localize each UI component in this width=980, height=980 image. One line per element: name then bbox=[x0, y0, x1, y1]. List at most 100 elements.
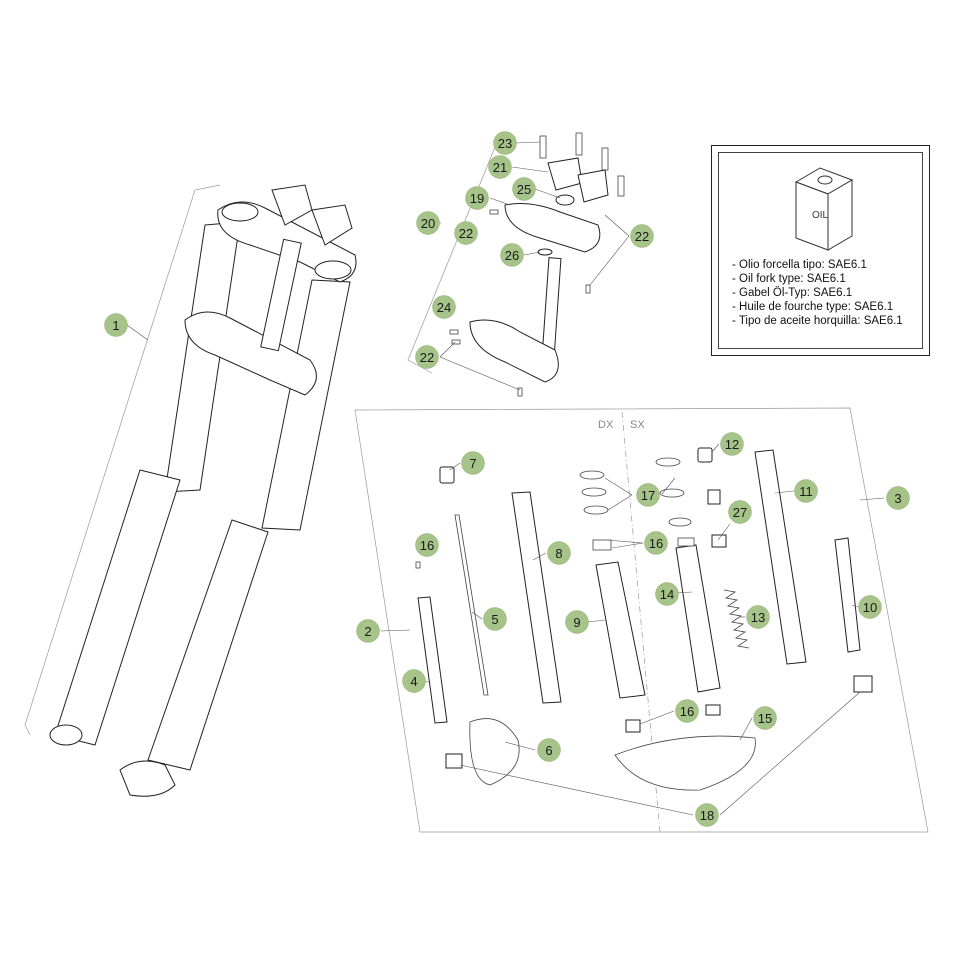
callout-17: 17 bbox=[636, 483, 660, 507]
callout-number: 23 bbox=[498, 136, 512, 151]
callout-bubble bbox=[537, 738, 561, 762]
oil-note-line-de: - Gabel Öl-Typ: SAE6.1 bbox=[732, 287, 853, 299]
oil-can-label: OIL bbox=[812, 210, 829, 221]
callout-bubble bbox=[104, 313, 128, 337]
callout-number: 18 bbox=[700, 808, 714, 823]
callout-number: 16 bbox=[680, 704, 694, 719]
callout-number: 24 bbox=[437, 300, 451, 315]
callout-bubble bbox=[512, 177, 536, 201]
callout-bubble bbox=[500, 243, 524, 267]
callout-bubble bbox=[695, 803, 719, 827]
callout-3: 3 bbox=[886, 486, 910, 510]
callout-6: 6 bbox=[537, 738, 561, 762]
callout-number: 5 bbox=[491, 612, 498, 627]
assembly-boundary-left bbox=[24, 184, 221, 736]
callout-bubble bbox=[630, 224, 654, 248]
callout-5: 5 bbox=[483, 607, 507, 631]
callout-4: 4 bbox=[402, 669, 426, 693]
callout-23: 23 bbox=[493, 131, 517, 155]
callout-bubble bbox=[465, 186, 489, 210]
callout-14: 14 bbox=[655, 582, 679, 606]
callout-bubble bbox=[565, 610, 589, 634]
yoke-boundary bbox=[407, 134, 501, 374]
callout-bubble bbox=[493, 131, 517, 155]
callout-bubble bbox=[720, 432, 744, 456]
callout-15: 15 bbox=[753, 706, 777, 730]
side-label-dx: DX bbox=[598, 419, 614, 431]
callout-number: 9 bbox=[573, 615, 580, 630]
side-label-sx: SX bbox=[630, 419, 645, 431]
callout-22: 22 bbox=[454, 221, 478, 245]
callout-number: 4 bbox=[410, 674, 417, 689]
callout-number: 10 bbox=[863, 600, 877, 615]
callout-number: 13 bbox=[751, 610, 765, 625]
callout-number: 7 bbox=[469, 456, 476, 471]
oil-note-inner-border bbox=[718, 152, 923, 349]
callout-number: 22 bbox=[420, 350, 434, 365]
callout-10: 10 bbox=[858, 595, 882, 619]
callout-16: 16 bbox=[675, 699, 699, 723]
callout-bubble bbox=[488, 155, 512, 179]
callout-bubble bbox=[461, 451, 485, 475]
callout-bubble bbox=[675, 699, 699, 723]
callout-25: 25 bbox=[512, 177, 536, 201]
callout-number: 17 bbox=[641, 488, 655, 503]
exploded-boundary-right bbox=[354, 407, 929, 833]
exploded-parts bbox=[415, 411, 873, 833]
callout-9: 9 bbox=[565, 610, 589, 634]
callout-number: 6 bbox=[545, 743, 552, 758]
oil-note-line-fr: - Huile de fourche type: SAE6.1 bbox=[732, 301, 894, 313]
callout-number: 2 bbox=[364, 624, 371, 639]
callout-bubble bbox=[746, 605, 770, 629]
callout-13: 13 bbox=[746, 605, 770, 629]
callout-bubble bbox=[753, 706, 777, 730]
callout-12: 12 bbox=[720, 432, 744, 456]
callout-bubble bbox=[858, 595, 882, 619]
callout-number: 8 bbox=[555, 546, 562, 561]
oil-can-icon: OIL bbox=[794, 167, 854, 251]
callout-24: 24 bbox=[432, 295, 456, 319]
callout-number: 16 bbox=[420, 538, 434, 553]
callout-bubble bbox=[415, 533, 439, 557]
oil-note-line-es: - Tipo de aceite horquilla: SAE6.1 bbox=[732, 315, 903, 327]
callout-bubble bbox=[483, 607, 507, 631]
callout-bubble bbox=[432, 295, 456, 319]
callout-bubble bbox=[636, 483, 660, 507]
yoke-exploded bbox=[449, 132, 625, 397]
callout-number: 15 bbox=[758, 711, 772, 726]
callout-number: 1 bbox=[112, 318, 119, 333]
callout-number: 16 bbox=[649, 536, 663, 551]
callout-number: 21 bbox=[493, 160, 507, 175]
callout-20: 20 bbox=[416, 211, 440, 235]
callout-18: 18 bbox=[695, 803, 719, 827]
callout-bubble bbox=[728, 500, 752, 524]
callout-16: 16 bbox=[415, 533, 439, 557]
callout-22: 22 bbox=[630, 224, 654, 248]
callout-27: 27 bbox=[728, 500, 752, 524]
assembled-fork bbox=[49, 184, 357, 797]
callout-bubble bbox=[454, 221, 478, 245]
callout-number: 22 bbox=[459, 226, 473, 241]
callout-bubble bbox=[402, 669, 426, 693]
callout-11: 11 bbox=[794, 479, 818, 503]
oil-note-box: OIL - Olio forcella tipo: SAE6.1 - Oil f… bbox=[711, 145, 930, 356]
callout-8: 8 bbox=[547, 541, 571, 565]
callout-number: 3 bbox=[894, 491, 901, 506]
callout-bubble bbox=[794, 479, 818, 503]
callout-number: 26 bbox=[505, 248, 519, 263]
oil-note-line-en: - Oil fork type: SAE6.1 bbox=[732, 273, 846, 285]
callout-bubble bbox=[655, 582, 679, 606]
callout-number: 22 bbox=[635, 229, 649, 244]
callout-21: 21 bbox=[488, 155, 512, 179]
callout-number: 12 bbox=[725, 437, 739, 452]
callout-bubble bbox=[415, 345, 439, 369]
oil-note-lines: - Olio forcella tipo: SAE6.1 - Oil fork … bbox=[732, 258, 903, 328]
callout-number: 25 bbox=[517, 182, 531, 197]
callout-16: 16 bbox=[644, 531, 668, 555]
callout-bubble bbox=[416, 211, 440, 235]
callout-bubble bbox=[356, 619, 380, 643]
callout-19: 19 bbox=[465, 186, 489, 210]
callout-number: 11 bbox=[799, 484, 813, 499]
